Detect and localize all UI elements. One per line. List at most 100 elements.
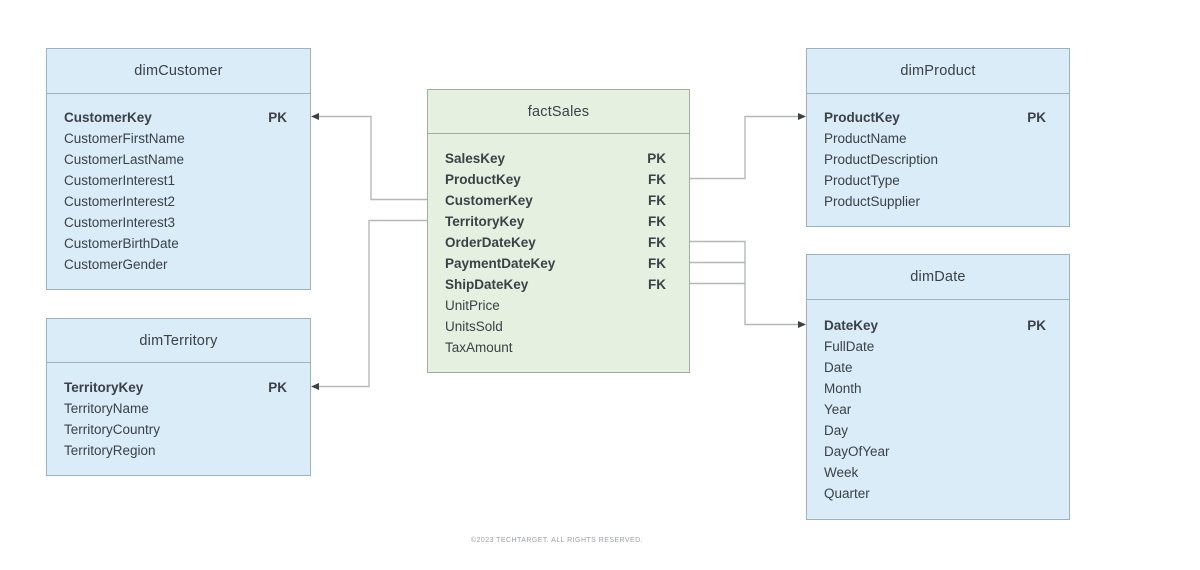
field-name: UnitPrice	[445, 298, 500, 313]
field-name: ShipDateKey	[445, 277, 529, 292]
field-row: UnitPrice	[428, 295, 689, 316]
field-name: UnitsSold	[445, 319, 503, 334]
field-key: PK	[268, 110, 287, 125]
field-key: PK	[647, 151, 666, 166]
field-name: CustomerKey	[64, 110, 152, 125]
field-row: CustomerBirthDate	[47, 233, 310, 254]
field-name: ProductName	[824, 131, 907, 146]
relationship-factSales-dimCustomer	[311, 113, 427, 201]
field-name: Week	[824, 465, 859, 480]
field-row: DateKey PK	[807, 315, 1069, 336]
field-row: TerritoryName	[47, 398, 310, 419]
table-fields: DateKey PK FullDate Date Month Year Day D…	[807, 300, 1069, 519]
field-row: Date	[807, 357, 1069, 378]
field-name: Date	[824, 360, 853, 375]
field-name: Day	[824, 423, 849, 438]
field-row: Year	[807, 399, 1069, 420]
field-name: OrderDateKey	[445, 235, 536, 250]
field-name: SalesKey	[445, 151, 506, 166]
field-row: CustomerLastName	[47, 149, 310, 170]
relationship-factSales-dimTerritory	[311, 219, 427, 390]
table-fields: TerritoryKey PK TerritoryName TerritoryCo…	[47, 363, 310, 475]
field-name: CustomerInterest1	[64, 173, 176, 188]
field-name: DateKey	[824, 318, 879, 333]
field-name: PaymentDateKey	[445, 256, 556, 271]
field-row: FullDate	[807, 336, 1069, 357]
table-fields: ProductKey PK ProductName ProductDescript…	[807, 94, 1069, 226]
field-row: PaymentDateKey FK	[428, 253, 689, 274]
field-key: FK	[648, 256, 666, 271]
field-row: ProductType	[807, 170, 1069, 191]
field-row: TerritoryRegion	[47, 440, 310, 461]
field-row: SalesKey PK	[428, 148, 689, 169]
field-row: ProductDescription	[807, 149, 1069, 170]
field-name: CustomerFirstName	[64, 131, 185, 146]
field-row: ProductSupplier	[807, 191, 1069, 212]
field-row: ProductKey PK	[807, 107, 1069, 128]
relationship-factSales-dimProduct	[690, 113, 806, 180]
field-key: PK	[268, 380, 287, 395]
field-key: FK	[648, 235, 666, 250]
field-row: ProductName	[807, 128, 1069, 149]
field-name: TerritoryRegion	[64, 443, 156, 458]
field-name: CustomerInterest2	[64, 194, 176, 209]
field-row: CustomerInterest1	[47, 170, 310, 191]
field-key: PK	[1027, 110, 1046, 125]
field-name: ProductDescription	[824, 152, 939, 167]
table-title: factSales	[428, 90, 689, 134]
arrowhead-icon	[311, 383, 319, 390]
field-row: Month	[807, 378, 1069, 399]
arrowhead-icon	[798, 321, 806, 328]
field-name: Quarter	[824, 486, 870, 501]
arrowhead-icon	[311, 113, 319, 120]
field-name: ProductKey	[445, 172, 521, 187]
field-row: CustomerKey PK	[47, 107, 310, 128]
table-fields: CustomerKey PK CustomerFirstName Customer…	[47, 94, 310, 289]
field-row: Week	[807, 462, 1069, 483]
field-row: DayOfYear	[807, 441, 1069, 462]
field-name: TerritoryKey	[64, 380, 144, 395]
field-row: Day	[807, 420, 1069, 441]
field-name: CustomerGender	[64, 257, 168, 272]
field-row: UnitsSold	[428, 316, 689, 337]
field-name: FullDate	[824, 339, 875, 354]
field-row: OrderDateKey FK	[428, 232, 689, 253]
field-name: Month	[824, 381, 862, 396]
field-key: FK	[648, 214, 666, 229]
arrowhead-icon	[798, 113, 806, 120]
field-row: CustomerFirstName	[47, 128, 310, 149]
field-key: FK	[648, 193, 666, 208]
copyright-footer: ©2023 TECHTARGET. ALL RIGHTS RESERVED.	[470, 537, 644, 544]
field-row: Quarter	[807, 483, 1069, 504]
field-name: CustomerKey	[445, 193, 533, 208]
field-name: CustomerLastName	[64, 152, 185, 167]
field-name: ProductKey	[824, 110, 900, 125]
field-key: PK	[1027, 318, 1046, 333]
field-row: TerritoryKey PK	[47, 377, 310, 398]
field-name: CustomerInterest3	[64, 215, 176, 230]
table-title: dimCustomer	[47, 49, 310, 94]
table-title: dimDate	[807, 255, 1069, 300]
field-name: TerritoryName	[64, 401, 149, 416]
table-dimDate: dimDate DateKey PK FullDate Date Month Ye…	[806, 254, 1070, 520]
field-row: CustomerKey FK	[428, 190, 689, 211]
field-name: TaxAmount	[445, 340, 513, 355]
field-name: DayOfYear	[824, 444, 890, 459]
field-name: TerritoryKey	[445, 214, 525, 229]
field-name: TerritoryCountry	[64, 422, 161, 437]
field-key: FK	[648, 277, 666, 292]
table-title: dimProduct	[807, 49, 1069, 94]
field-name: ProductType	[824, 173, 900, 188]
relationship-factSales-dimDate	[690, 240, 806, 328]
table-dimCustomer: dimCustomer CustomerKey PK CustomerFirstN…	[46, 48, 311, 290]
field-row: CustomerInterest2	[47, 191, 310, 212]
field-row: CustomerInterest3	[47, 212, 310, 233]
field-row: TaxAmount	[428, 337, 689, 358]
table-dimProduct: dimProduct ProductKey PK ProductName Prod…	[806, 48, 1070, 227]
field-name: Year	[824, 402, 852, 417]
